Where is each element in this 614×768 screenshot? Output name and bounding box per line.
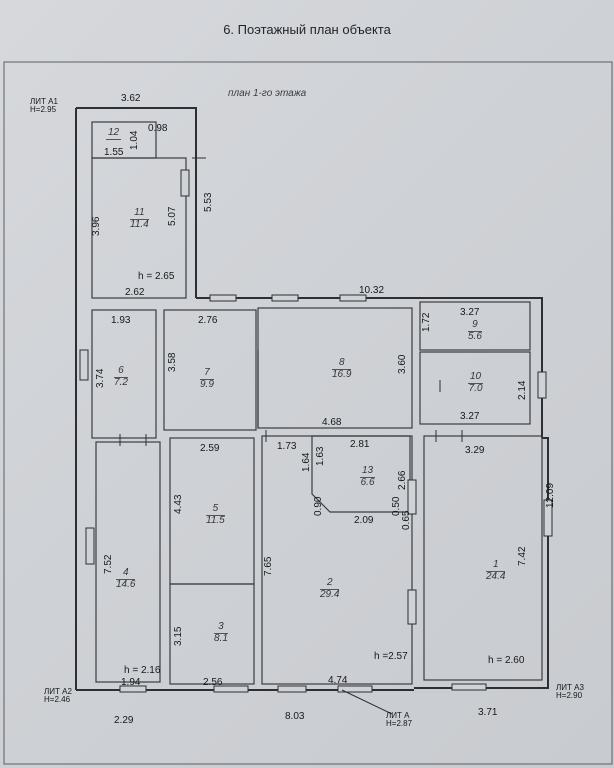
dim-label: 3.27 bbox=[460, 411, 480, 422]
room-10-label: 10 7.0 bbox=[468, 371, 484, 394]
dim-label: 3.60 bbox=[397, 354, 408, 374]
window bbox=[407, 479, 417, 515]
dim-label: 1.63 bbox=[315, 446, 326, 466]
window bbox=[85, 527, 95, 565]
dim-label: 3.71 bbox=[478, 707, 498, 718]
dim-label: 4.74 bbox=[328, 675, 348, 686]
window bbox=[79, 349, 89, 381]
dim-label: 10.32 bbox=[359, 285, 385, 296]
dim-label: 4.43 bbox=[173, 494, 184, 514]
room-2-outline bbox=[261, 435, 413, 685]
dim-label: 3.15 bbox=[173, 626, 184, 646]
plan-subtitle: план 1-го этажа bbox=[228, 88, 307, 99]
window bbox=[537, 371, 547, 399]
dim-label: 1.04 bbox=[129, 130, 140, 150]
room-6-outline bbox=[91, 309, 157, 439]
room-3-outline bbox=[169, 583, 255, 685]
dim-label: 2.09 bbox=[354, 515, 374, 526]
window bbox=[213, 685, 249, 693]
window bbox=[209, 294, 237, 302]
window bbox=[451, 683, 487, 691]
dim-label: 2.81 bbox=[350, 439, 370, 450]
ceiling-height: h = 2.16 bbox=[124, 665, 161, 676]
room-4-label: 4 14.6 bbox=[116, 567, 136, 590]
dim-label: 1.72 bbox=[421, 312, 432, 332]
dim-label: 8.03 bbox=[285, 711, 305, 722]
room-13-label: 13 6.6 bbox=[360, 465, 376, 488]
room-11-outline bbox=[91, 157, 187, 299]
room-12-outline bbox=[91, 121, 157, 159]
room-10-outline bbox=[419, 351, 531, 425]
room-13-outline bbox=[311, 435, 411, 513]
dim-label: 3.27 bbox=[460, 307, 480, 318]
liter-a: ЛИТ А H=2.87 bbox=[386, 711, 413, 729]
window bbox=[407, 589, 417, 625]
room-7-label: 7 9.9 bbox=[200, 367, 214, 390]
dim-label: 2.14 bbox=[517, 380, 528, 400]
dim-label: 1.55 bbox=[104, 147, 124, 158]
dim-label: 3.58 bbox=[167, 352, 178, 372]
dim-label: 2.66 bbox=[397, 470, 408, 490]
ceiling-height: h = 2.60 bbox=[488, 655, 525, 666]
dim-label: 1.64 bbox=[301, 452, 312, 472]
liter-a3: ЛИТ А3 H=2.90 bbox=[556, 683, 584, 701]
room-11-label: 11 11.4 bbox=[130, 207, 149, 230]
window bbox=[271, 294, 299, 302]
room-8-label: 8 16.9 bbox=[332, 357, 352, 380]
dim-label: 3.74 bbox=[95, 368, 106, 388]
window bbox=[339, 294, 367, 302]
dim-label: 2.59 bbox=[200, 443, 220, 454]
room-2-label: 2 29.4 bbox=[320, 577, 340, 600]
liter-a1: ЛИТ А1 H=2.95 bbox=[30, 97, 58, 115]
page-title: 6. Поэтажный план объекта bbox=[223, 22, 391, 37]
room-7-outline bbox=[163, 309, 257, 431]
dim-label: 2.62 bbox=[125, 287, 145, 298]
outer-wall-lit-a1 bbox=[76, 107, 197, 298]
dim-label: 3.96 bbox=[91, 216, 102, 236]
window bbox=[543, 499, 553, 537]
ceiling-height: h = 2.65 bbox=[138, 271, 175, 282]
room-3-label: 3 8.1 bbox=[214, 621, 228, 644]
window bbox=[337, 685, 373, 693]
dim-label: 1.93 bbox=[111, 315, 131, 326]
dim-label: 0.65 bbox=[401, 510, 412, 530]
window bbox=[277, 685, 307, 693]
dim-label: 5.07 bbox=[167, 206, 178, 226]
ceiling-height: h =2.57 bbox=[374, 651, 408, 662]
room-12-label: 12 bbox=[106, 127, 122, 140]
dim-label: 2.76 bbox=[198, 315, 218, 326]
dim-label: 7.42 bbox=[517, 546, 528, 566]
dim-label: 12.09 bbox=[545, 482, 556, 508]
room-1-label: 1 24.4 bbox=[486, 559, 506, 582]
dim-label: 3.29 bbox=[465, 445, 485, 456]
dim-label: 7.52 bbox=[103, 554, 114, 574]
window bbox=[180, 169, 190, 197]
dim-label: 1.94 bbox=[121, 677, 141, 688]
outer-wall-main-top bbox=[196, 297, 543, 438]
dim-label: 2.56 bbox=[203, 677, 223, 688]
dim-label: 0.98 bbox=[148, 123, 168, 134]
dim-label: 0.90 bbox=[313, 496, 324, 516]
room-1-outline bbox=[423, 435, 543, 681]
document-frame bbox=[3, 61, 613, 765]
room-9-outline bbox=[419, 301, 531, 351]
liter-a2: ЛИТ А2 H=2.46 bbox=[44, 687, 72, 705]
dim-label: 1.73 bbox=[277, 441, 297, 452]
dim-label: 7.65 bbox=[263, 556, 274, 576]
pointer-line bbox=[341, 689, 393, 715]
room-5-label: 5 11.5 bbox=[206, 503, 225, 526]
dim-label: 4.68 bbox=[322, 417, 342, 428]
room-9-label: 9 5.6 bbox=[468, 319, 482, 342]
dim-label: 3.62 bbox=[121, 93, 141, 104]
room-6-label: 6 7.2 bbox=[114, 365, 128, 388]
window bbox=[119, 685, 147, 693]
dim-label: 2.29 bbox=[114, 715, 134, 726]
dim-label: 5.53 bbox=[203, 192, 214, 212]
room-4-outline bbox=[95, 441, 161, 683]
